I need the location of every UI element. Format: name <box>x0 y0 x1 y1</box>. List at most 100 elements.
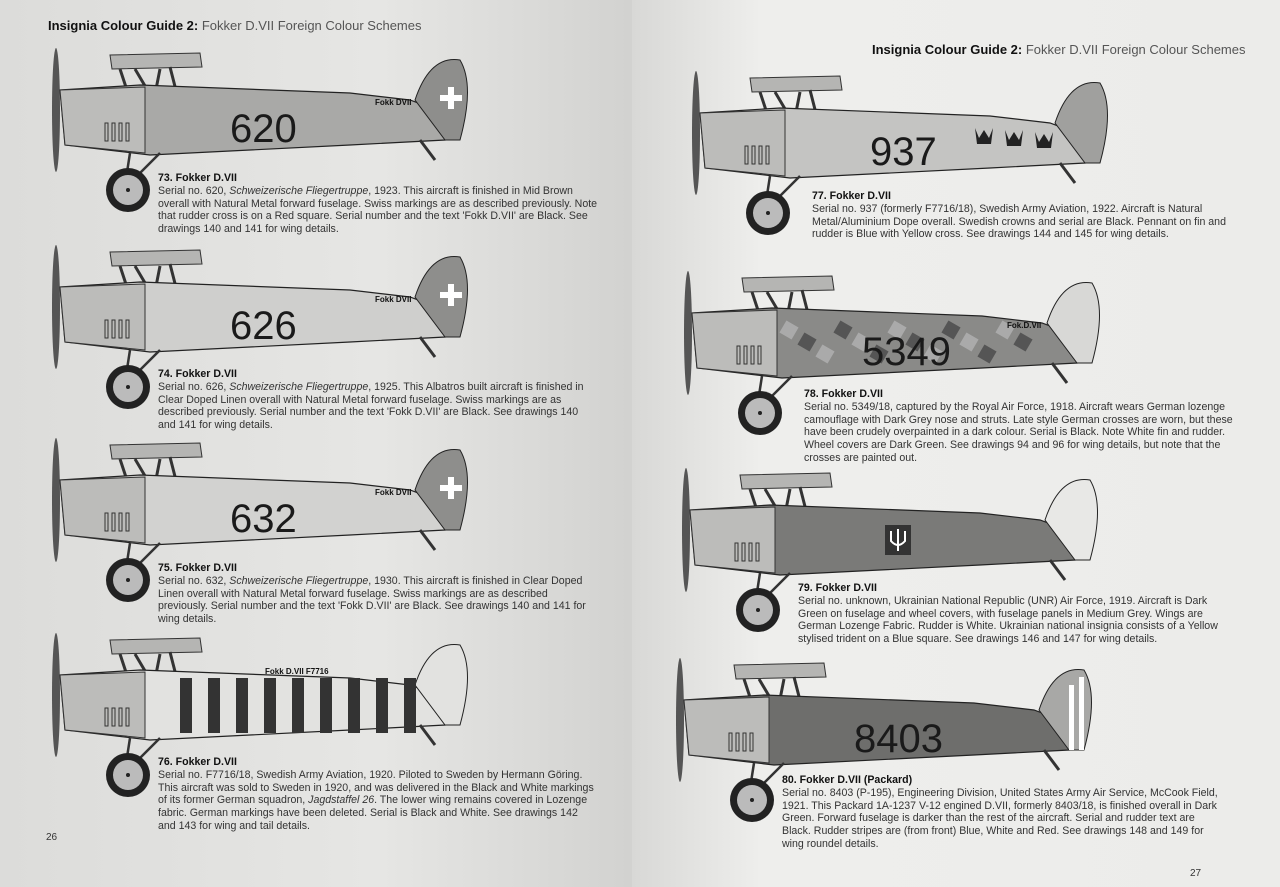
cowling-louvre <box>757 345 762 365</box>
cowling-louvre <box>118 512 123 532</box>
fuselage-stripe <box>292 678 304 733</box>
page-header: Insignia Colour Guide 2: Fokker D.VII Fo… <box>872 42 1245 57</box>
side-text: Fokk DVII <box>375 488 411 497</box>
serial-number: 5349 <box>862 330 951 374</box>
caption-text: Serial no. F7716/18, Swedish Army Aviati… <box>158 768 594 807</box>
engine-cowling <box>699 109 786 177</box>
page-header: Insignia Colour Guide 2: Fokker D.VII Fo… <box>48 18 421 33</box>
lozenge-patch <box>869 344 889 364</box>
rudder <box>1044 479 1098 561</box>
side-text: Fokk D.VII F7716 <box>265 667 329 676</box>
serial-number: 937 <box>870 130 937 174</box>
caption-italic: Schweizerische Fliegertruppe <box>229 574 369 587</box>
upper-wing <box>109 52 203 70</box>
caption-text: Serial no. 8403 (P-195), Engineering Div… <box>782 786 1218 850</box>
caption-text: , 1925. This Albatros built aircraft is … <box>158 380 584 432</box>
aircraft-drawing: 626 Fokk DVII <box>50 242 470 417</box>
header-bold: Insignia Colour Guide 2: <box>872 42 1023 57</box>
fuselage-stripe <box>348 678 360 733</box>
cowling-louvre <box>743 345 748 365</box>
tail-skid <box>418 336 437 358</box>
propeller <box>52 48 60 172</box>
propeller <box>684 271 692 395</box>
serial-number: 626 <box>230 304 297 348</box>
caption-title: 80. Fokker D.VII (Packard) <box>782 774 913 786</box>
propeller <box>692 71 700 195</box>
cowling-louvre <box>104 122 109 142</box>
lozenge-patch <box>941 320 961 340</box>
propeller <box>52 245 60 369</box>
upper-wing <box>109 442 203 460</box>
swiss-cross-icon <box>440 477 462 499</box>
caption-text: Serial no. 937 (formerly F7716/18), Swed… <box>812 202 1226 241</box>
left-page: Insignia Colour Guide 2: Fokker D.VII Fo… <box>0 0 632 887</box>
upper-wing <box>749 75 843 93</box>
cowling-louvre <box>125 122 130 142</box>
cowling-louvre <box>748 542 753 562</box>
cowling-louvre <box>111 319 116 339</box>
upper-wing <box>733 662 827 680</box>
lozenge-patch <box>851 332 871 352</box>
cowling-louvre <box>104 319 109 339</box>
page-number: 27 <box>1190 868 1202 879</box>
caption-text: . The lower wing remains covered in Loze… <box>158 794 588 832</box>
lozenge-patch <box>959 332 979 352</box>
cowling-louvre <box>118 319 123 339</box>
cowling-louvre <box>104 512 109 532</box>
cowling-louvre <box>735 732 740 752</box>
propeller <box>676 658 684 782</box>
serial-number: 632 <box>230 497 297 541</box>
tail-skid <box>1050 362 1069 384</box>
cowling-louvre <box>750 345 755 365</box>
lozenge-patch <box>797 332 817 352</box>
lozenge-patch <box>995 320 1015 340</box>
lozenge-patch <box>923 344 943 364</box>
engine-cowling <box>689 506 776 574</box>
cowling-louvre <box>742 732 747 752</box>
rudder <box>1038 669 1092 751</box>
caption-title: 74. Fokker D.VII <box>158 368 237 380</box>
rudder-stripes <box>1069 677 1084 750</box>
cowling-louvre <box>111 122 116 142</box>
fuselage-stripe <box>320 678 332 733</box>
caption-title: 76. Fokker D.VII <box>158 756 237 768</box>
upper-wing <box>741 275 835 293</box>
right-page: Insignia Colour Guide 2: Fokker D.VII Fo… <box>632 0 1280 887</box>
caption-title: 77. Fokker D.VII <box>812 190 891 202</box>
tail-skid <box>1048 559 1067 581</box>
header-rest: Fokker D.VII Foreign Colour Schemes <box>198 18 422 33</box>
cowling-louvre <box>749 732 754 752</box>
caption-title: 79. Fokker D.VII <box>798 582 877 594</box>
engine-cowling <box>59 86 146 154</box>
cowling-louvre <box>111 707 116 727</box>
upper-wing <box>739 472 833 490</box>
rudder <box>1054 82 1108 164</box>
cowling-louvre <box>741 542 746 562</box>
side-text: Fokk DVII <box>375 295 411 304</box>
fuselage-stripe <box>404 678 416 733</box>
caption-italic: Schweizerische Fliegertruppe <box>229 380 369 393</box>
caption-italic: Jagdstaffel 26 <box>308 794 375 807</box>
aircraft-drawing: 937 <box>690 68 1110 243</box>
tail-skid <box>1042 749 1061 771</box>
cowling-louvre <box>751 145 756 165</box>
engine-cowling <box>59 283 146 351</box>
header-rest: Fokker D.VII Foreign Colour Schemes <box>1022 42 1246 57</box>
caption-text: Serial no. 632, <box>158 574 230 587</box>
cowling-louvre <box>734 542 739 562</box>
aircraft-drawing: Fokk D.VII F7716 <box>50 630 470 805</box>
cowling-louvre <box>728 732 733 752</box>
cowling-louvre <box>125 512 130 532</box>
propeller <box>52 633 60 757</box>
caption-text: , 1923. This aircraft is finished in Mid… <box>158 184 598 236</box>
tail-skid <box>418 529 437 551</box>
tail-skid <box>418 139 437 161</box>
